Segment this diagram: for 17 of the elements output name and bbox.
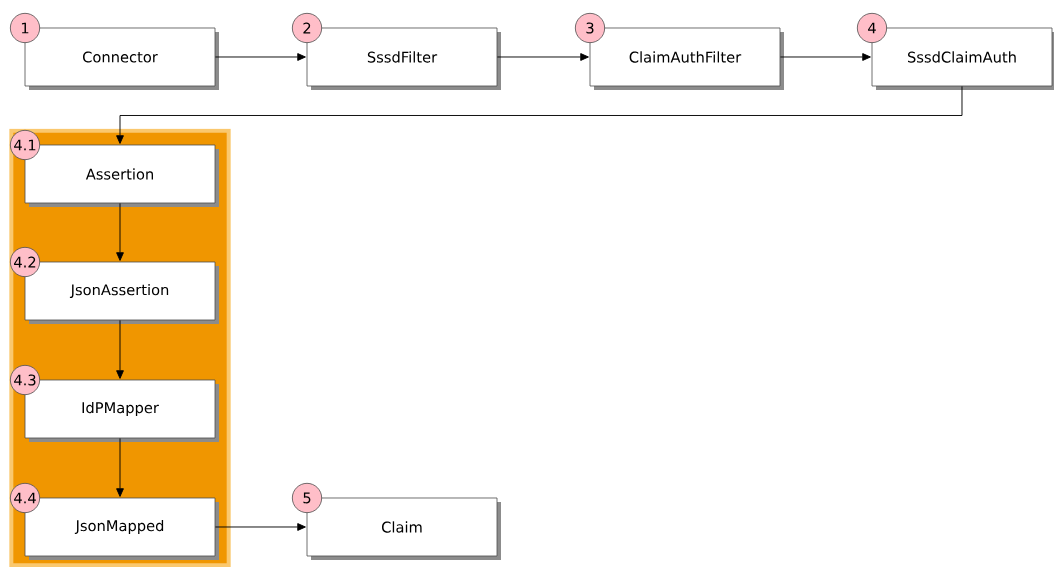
arrow [116,319,124,379]
arrow [116,85,963,144]
arrow [214,523,306,531]
arrow [116,202,124,261]
step-number: 4.4 [9,482,41,514]
arrow [779,53,871,61]
step-number: 4.3 [9,364,41,396]
arrow [496,53,589,61]
step-number: 4.2 [9,246,41,278]
step-number: 2 [291,12,323,44]
step-number: 5 [291,482,323,514]
step-number: 3 [574,12,606,44]
step-number: 4.1 [9,129,41,161]
step-number: 1 [9,12,41,44]
arrow [214,53,306,61]
step-number: 4 [856,12,888,44]
arrow [116,437,124,497]
